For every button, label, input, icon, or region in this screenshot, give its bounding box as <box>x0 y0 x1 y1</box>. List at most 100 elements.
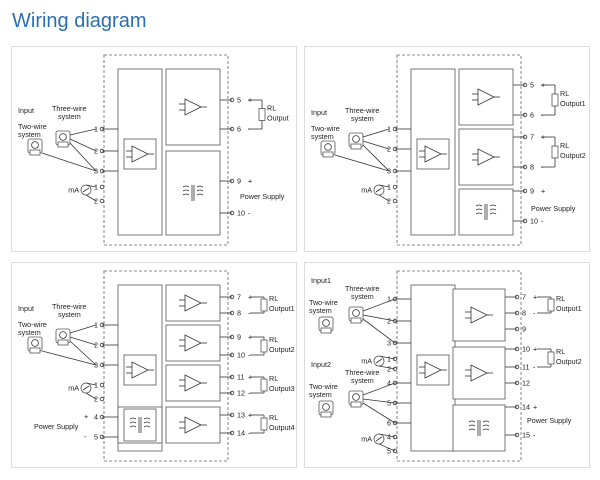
output-label: Output2 <box>556 357 582 366</box>
input-label: Input1 <box>311 276 331 285</box>
transformer-block <box>452 404 506 452</box>
terminal-number: 9 <box>530 187 534 196</box>
load-resistor-icon <box>260 298 268 312</box>
current-meter-needle <box>82 385 90 391</box>
load-resistor-label: RL <box>269 413 278 422</box>
two-wire-system-label: system <box>309 306 332 315</box>
terminal-pin <box>99 396 105 402</box>
transformer-coil-icon <box>468 424 476 427</box>
output-label: Output4 <box>269 423 295 432</box>
terminal-sign: - <box>533 431 536 440</box>
output-label: Output1 <box>269 304 295 313</box>
power-supply-label: Power Supply <box>527 416 572 425</box>
amplifier-icon <box>477 88 495 106</box>
terminal-number: 5 <box>387 399 391 408</box>
sensor-dial-icon <box>31 141 39 149</box>
terminal-number: 6 <box>387 419 391 428</box>
terminal-number: 15 <box>522 431 530 440</box>
terminal-sign: + <box>533 403 537 412</box>
wire <box>69 340 97 366</box>
amplifier-icon <box>184 416 202 434</box>
wire <box>85 382 97 386</box>
transformer-block <box>165 150 221 236</box>
sensor-dial-icon <box>352 393 360 401</box>
output-label: Output1 <box>556 304 582 313</box>
amplifier-block <box>452 346 506 400</box>
current-meter-needle <box>82 187 90 193</box>
terminal-pin <box>99 198 105 204</box>
terminal-number: 12 <box>237 389 245 398</box>
wire <box>334 154 390 172</box>
terminal-pin <box>392 184 398 190</box>
terminal-sign: - <box>541 217 544 226</box>
two-wire-system-label: system <box>18 328 41 337</box>
load-resistor-icon <box>258 108 266 121</box>
transformer-coil-icon <box>468 428 476 431</box>
wire <box>362 382 396 396</box>
sensor-base-icon <box>57 141 69 148</box>
amplifier-icon <box>131 361 149 379</box>
current-meter-needle <box>375 358 383 364</box>
module-housing-outline <box>396 54 522 246</box>
terminal-number: 4 <box>387 379 391 388</box>
sensor-dial-icon <box>59 133 67 141</box>
transformer-coil-icon <box>129 425 137 428</box>
current-meter-label: mA <box>361 186 372 195</box>
wire <box>362 318 396 344</box>
amplifier-icon <box>184 294 202 312</box>
terminal-number: 14 <box>237 429 245 438</box>
transformer-coil-icon <box>475 204 483 207</box>
sensor-dial-icon <box>31 339 39 347</box>
output-label: Output1 <box>560 99 586 108</box>
terminal-number: 5 <box>387 447 391 456</box>
three-wire-label: Three-wire <box>345 284 379 293</box>
transformer-coil-icon <box>196 185 204 188</box>
load-resistor-icon <box>547 298 555 312</box>
load-resistor-label: RL <box>267 104 276 113</box>
terminal-number: 4 <box>387 433 391 442</box>
sensor-base-icon <box>320 411 332 418</box>
wire <box>378 433 396 438</box>
amplifier-block <box>165 406 221 444</box>
transformer-coil-icon <box>468 420 476 423</box>
wire <box>378 443 396 452</box>
terminal-number: 8 <box>237 309 241 318</box>
terminal-number: 5 <box>530 81 534 90</box>
terminal-sign: - <box>84 432 87 441</box>
terminal-number: 9 <box>237 177 241 186</box>
wire <box>69 324 97 334</box>
wire <box>85 194 97 202</box>
transformer-coil-icon <box>129 417 137 420</box>
terminal-number: 2 <box>387 365 391 374</box>
load-resistor-icon <box>260 378 268 392</box>
sensor-dial-icon <box>322 319 330 327</box>
transformer-coil-icon <box>143 425 151 428</box>
three-wire-label: Three-wire <box>52 104 86 113</box>
sensor-base-icon <box>57 339 69 346</box>
terminal-sign: + <box>541 187 545 196</box>
terminal-number: 9 <box>522 325 526 334</box>
wire <box>69 128 97 136</box>
two-wire-label: Two-wire <box>18 320 47 329</box>
load-resistor-label: RL <box>556 294 565 303</box>
transformer-coil-icon <box>143 417 151 420</box>
wire <box>362 314 396 322</box>
transformer-coil-icon <box>143 421 151 424</box>
transformer-coil-icon <box>182 189 190 192</box>
amplifier-block <box>452 288 506 342</box>
output-label: Output3 <box>269 384 295 393</box>
sensor-base-icon <box>322 151 334 158</box>
wire <box>41 350 97 366</box>
sensor-dial-icon <box>322 403 330 411</box>
load-resistor-icon <box>547 351 555 365</box>
amplifier-icon <box>424 361 442 379</box>
page-title: Wiring diagram <box>12 10 147 32</box>
transformer-coil-icon <box>482 424 490 427</box>
three-wire-label: Three-wire <box>345 368 379 377</box>
two-wire-label: Two-wire <box>309 382 338 391</box>
terminal-sign: - <box>248 309 251 318</box>
amplifier-block <box>165 364 221 402</box>
terminal-sign: - <box>533 363 536 372</box>
